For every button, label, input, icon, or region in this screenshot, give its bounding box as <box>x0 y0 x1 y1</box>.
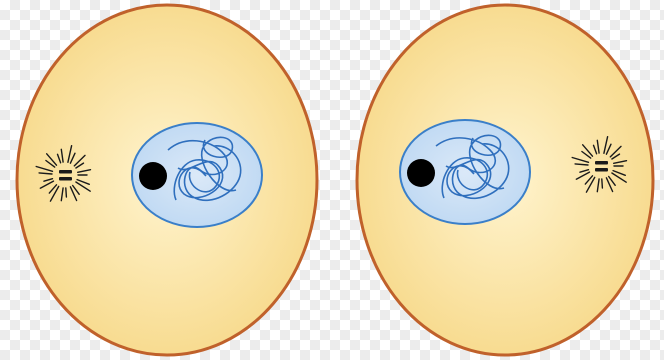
right-cell <box>357 5 653 355</box>
nucleolus <box>139 162 167 190</box>
aster-fiber <box>66 188 67 197</box>
centriole <box>595 168 608 172</box>
centriole <box>59 170 72 174</box>
left-cell <box>17 5 317 355</box>
nucleolus <box>407 159 435 187</box>
centriole <box>595 161 608 165</box>
aster-fiber <box>602 179 603 188</box>
centriole <box>59 177 72 181</box>
